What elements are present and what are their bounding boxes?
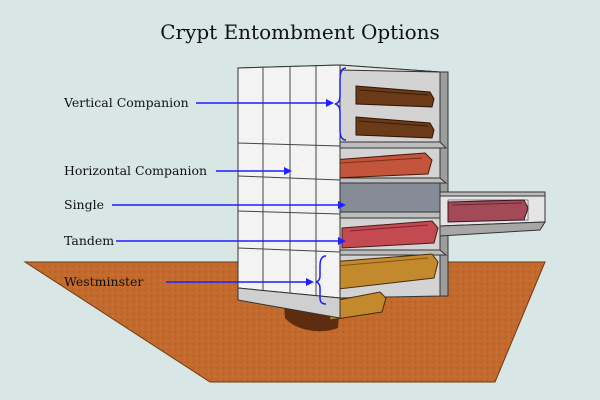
label-vertical-companion: Vertical Companion — [64, 95, 189, 110]
westminster-brace — [315, 255, 327, 305]
diagram-title: Crypt Entombment Options — [160, 20, 440, 44]
label-arrows — [112, 99, 346, 286]
tandem-extension-top — [439, 191, 546, 197]
casket-westminster-bottom — [327, 291, 387, 321]
label-single: Single — [64, 197, 105, 212]
casket-vertical-top — [355, 85, 435, 108]
crypt-right-wall — [439, 71, 449, 297]
label-westminster: Westminster — [64, 274, 144, 289]
casket-tandem-extension — [447, 199, 529, 223]
label-horizontal-companion: Horizontal Companion — [64, 163, 208, 178]
casket-vertical-bottom — [355, 116, 435, 139]
front-wall-bottom — [237, 287, 341, 319]
tandem-extension-floor — [439, 221, 546, 237]
label-tandem: Tandem — [64, 233, 115, 248]
front-wall — [237, 64, 341, 299]
vertical-companion-brace — [334, 67, 347, 141]
single-niche — [339, 182, 441, 213]
